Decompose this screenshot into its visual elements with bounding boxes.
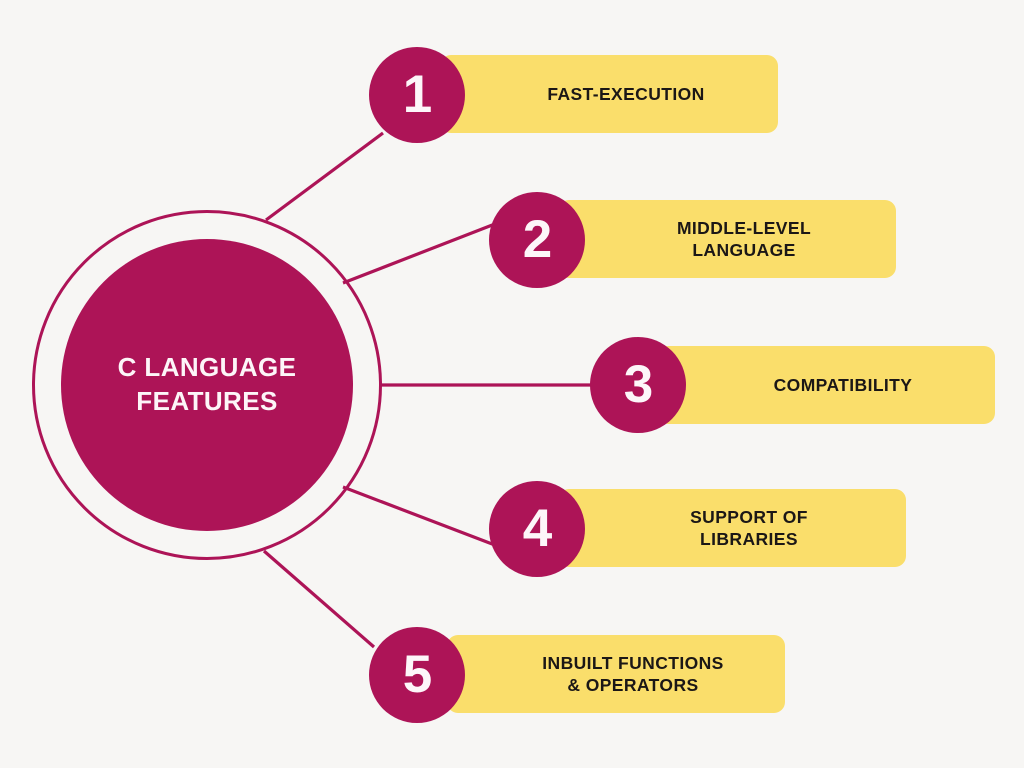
feature-number-5-text: 5: [402, 644, 433, 704]
feature-number-5[interactable]: 5: [369, 627, 465, 723]
feature-number-4[interactable]: 4: [489, 481, 585, 577]
feature-label-4: SUPPORT OF LIBRARIES: [690, 506, 808, 549]
feature-box-2[interactable]: MIDDLE-LEVEL LANGUAGE: [558, 200, 896, 278]
feature-label-2: MIDDLE-LEVEL LANGUAGE: [676, 217, 812, 260]
feature-label-1: FAST-EXECUTION: [547, 83, 705, 104]
feature-box-1[interactable]: FAST-EXECUTION: [440, 55, 778, 133]
feature-number-4-text: 4: [522, 498, 553, 558]
feature-box-4[interactable]: SUPPORT OF LIBRARIES: [558, 489, 906, 567]
connector-line-1: [265, 131, 384, 222]
center-hub: C LANGUAGE FEATURES: [61, 239, 353, 531]
connector-line-2: [342, 220, 501, 285]
feature-number-2-text: 2: [522, 209, 553, 269]
feature-number-3-text: 3: [623, 354, 654, 414]
feature-label-5: INBUILT FUNCTIONS & OPERATORS: [542, 652, 724, 695]
feature-number-1-text: 1: [402, 64, 433, 124]
center-hub-ring: [32, 210, 382, 560]
feature-number-2[interactable]: 2: [489, 192, 585, 288]
feature-number-3[interactable]: 3: [590, 337, 686, 433]
feature-box-5[interactable]: INBUILT FUNCTIONS & OPERATORS: [447, 635, 785, 713]
feature-label-3: COMPATIBILITY: [773, 374, 913, 395]
page-title: C LANGUAGE FEATURES: [117, 352, 297, 416]
feature-number-1[interactable]: 1: [369, 47, 465, 143]
connector-line-5: [262, 549, 376, 649]
connector-line-4: [342, 485, 501, 549]
feature-box-3[interactable]: COMPATIBILITY: [657, 346, 995, 424]
